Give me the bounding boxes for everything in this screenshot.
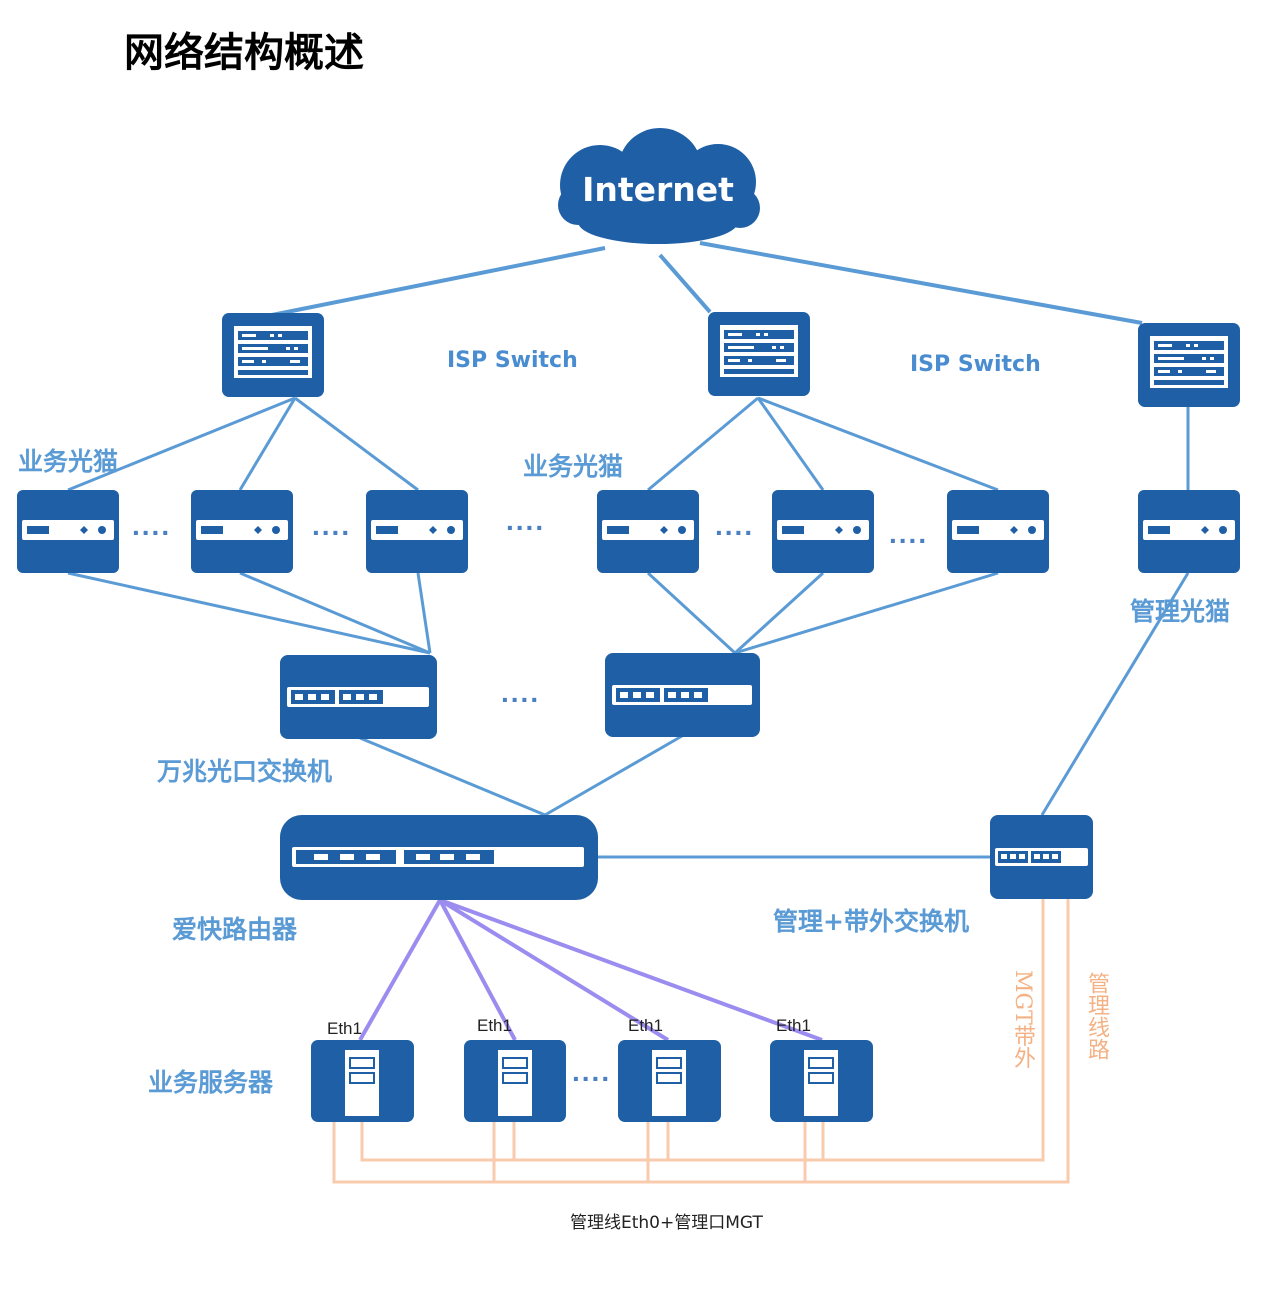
tengig-switch-label: 万兆光口交换机 <box>157 757 333 786</box>
modem-device-6 <box>947 490 1049 573</box>
10g-to-router <box>359 734 683 817</box>
business-modem-label-left: 业务光猫 <box>18 447 119 476</box>
servers-label: 业务服务器 <box>148 1068 274 1097</box>
bottom-line-label: 管理线Eth0+管理口MGT <box>570 1213 763 1233</box>
internet-label: Internet <box>582 170 734 209</box>
modem-device-5 <box>772 490 874 573</box>
tengig-switch-device-2 <box>605 653 760 737</box>
mgmt-switch-device <box>990 815 1093 899</box>
modem-device-2 <box>191 490 293 573</box>
server-device-1 <box>311 1040 414 1122</box>
mgmt-switch-label: 管理+带外交换机 <box>773 907 969 936</box>
ellipsis-1: .... <box>132 510 172 541</box>
tengig-switch-device-1 <box>280 655 437 739</box>
router-device <box>280 815 598 900</box>
mgt-oob-label: MGT带外 <box>1010 970 1035 1069</box>
modems-to-10g-switches <box>67 571 999 655</box>
router-label: 爱快路由器 <box>172 915 298 944</box>
internet-links <box>271 241 1143 325</box>
ellipsis-4: .... <box>715 510 755 541</box>
eth-label-3: Eth1 <box>628 1016 663 1035</box>
server-device-4 <box>770 1040 873 1122</box>
isp-switch-device-1 <box>222 313 324 397</box>
mgmt-modem-label: 管理光猫 <box>1130 597 1231 626</box>
ellipsis-7: .... <box>572 1056 612 1087</box>
eth-label-4: Eth1 <box>776 1016 811 1035</box>
isp-switch-device-3 <box>1138 323 1240 407</box>
modem-device-3 <box>366 490 468 573</box>
mgmt-line-label: 管理线路 <box>1084 972 1109 1060</box>
ellipsis-6: .... <box>501 677 541 708</box>
business-modem-label-right: 业务光猫 <box>523 452 624 481</box>
isp-switch-label-1: ISP Switch <box>447 348 578 373</box>
eth-label-2: Eth1 <box>477 1016 512 1035</box>
page-title: 网络结构概述 <box>124 30 364 76</box>
isp2-to-modems <box>647 396 999 492</box>
mgmt-modem-to-switch <box>1040 572 1190 816</box>
router-to-servers <box>358 898 823 1042</box>
server-device-2 <box>464 1040 566 1122</box>
management-lines <box>332 898 1070 1184</box>
ellipsis-3: .... <box>506 505 546 536</box>
internet-cloud-icon <box>558 128 760 244</box>
modem-device-1 <box>17 490 119 573</box>
modem-device-4 <box>597 490 699 573</box>
eth-label-1: Eth1 <box>327 1019 362 1038</box>
mgmt-modem-device <box>1138 490 1240 573</box>
ellipsis-2: .... <box>312 510 352 541</box>
isp1-to-modems <box>67 396 419 492</box>
isp-switch-device-2 <box>708 312 810 396</box>
isp-switch-label-2: ISP Switch <box>910 352 1041 377</box>
server-device-3 <box>618 1040 721 1122</box>
ellipsis-5: .... <box>889 518 929 549</box>
